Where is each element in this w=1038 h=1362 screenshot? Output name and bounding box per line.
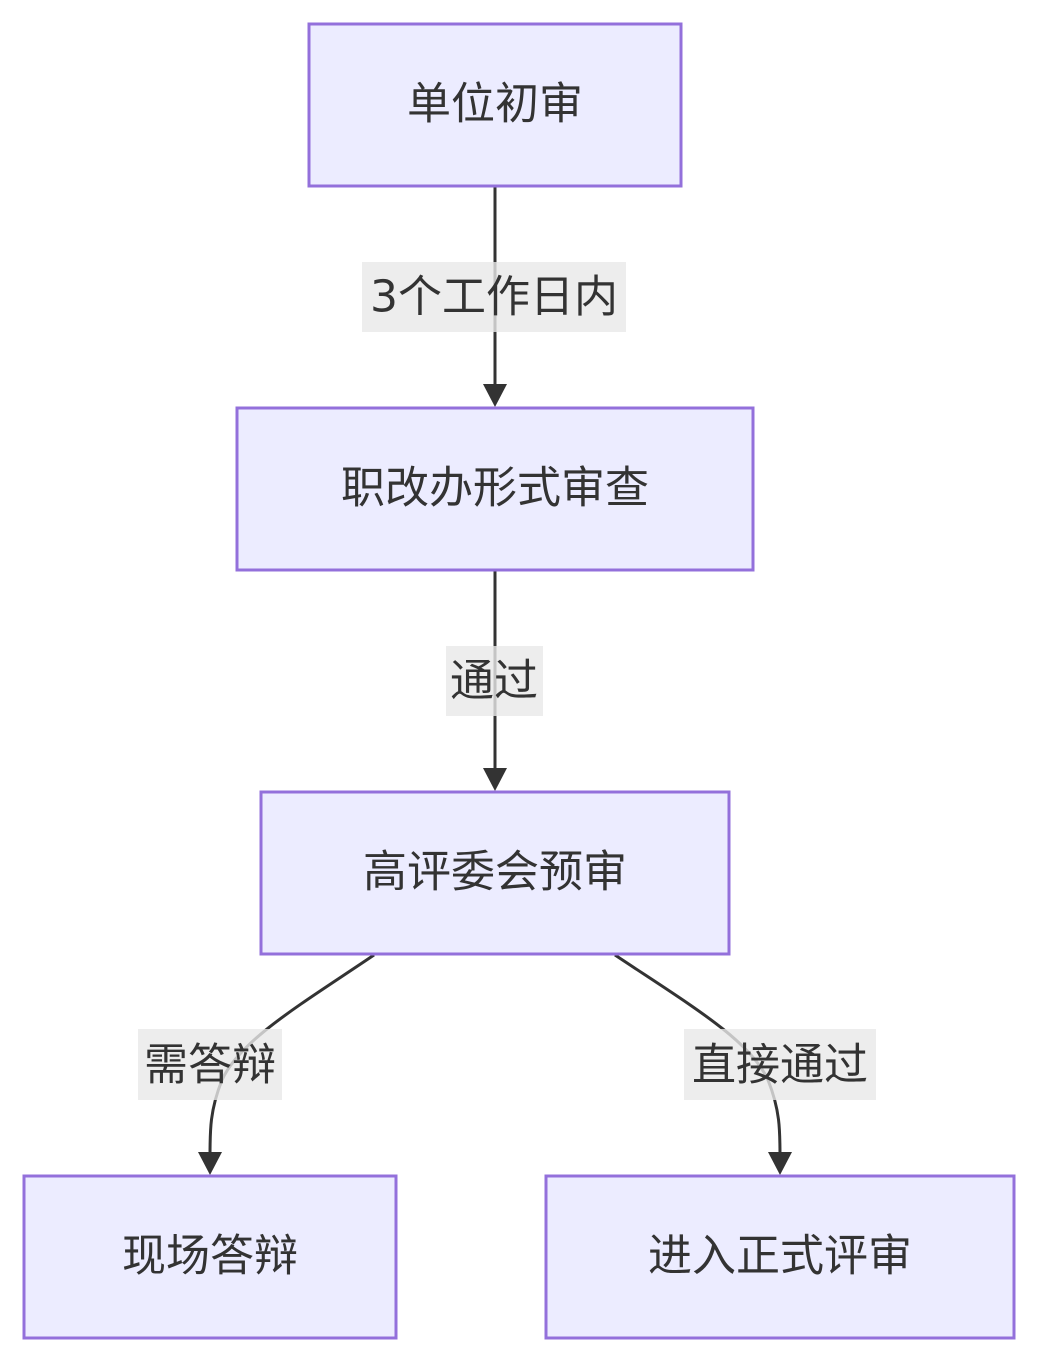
edge-label: 直接通过 [692,1040,868,1091]
edge-label-background [362,262,626,332]
edge-unit-to-office: 3个工作日内 [362,187,626,407]
arrowhead-icon [198,1152,222,1175]
edge-label: 需答辩 [144,1040,276,1091]
arrowhead-icon [768,1152,792,1175]
node-onsite-defense: 现场答辩 [22,1174,398,1340]
node-box [259,790,731,956]
edge-label-background [446,646,543,716]
node-box [22,1174,398,1340]
edge-label-background [138,1029,282,1100]
node-committee-review: 高评委会预审 [259,790,731,956]
node-box [235,406,755,572]
node-office-review: 职改办形式审查 [235,406,755,572]
edge-committee-to-defense: 需答辩 [138,953,375,1175]
node-label: 高评委会预审 [363,847,627,898]
arrowhead-icon [483,384,507,407]
node-formal-review: 进入正式评审 [544,1174,1016,1340]
edge-committee-to-formal: 直接通过 [614,953,876,1175]
edge-office-to-committee: 通过 [446,571,543,791]
node-box [307,22,683,188]
node-label: 现场答辩 [122,1231,298,1282]
node-unit-review: 单位初审 [307,22,683,188]
edge-label: 通过 [450,656,538,707]
node-label: 进入正式评审 [648,1231,912,1282]
edge-label-background [684,1029,876,1100]
node-label: 单位初审 [407,79,583,130]
arrowhead-icon [483,768,507,791]
edge-label: 3个工作日内 [370,272,618,323]
node-label: 职改办形式审查 [341,463,649,514]
node-box [544,1174,1016,1340]
